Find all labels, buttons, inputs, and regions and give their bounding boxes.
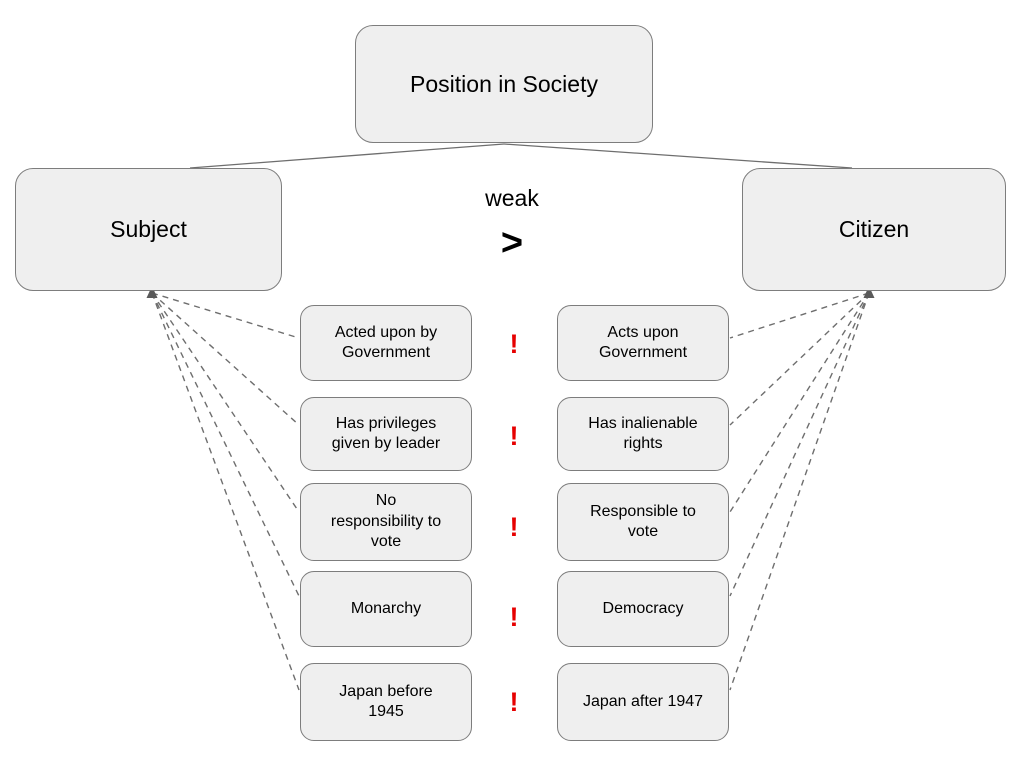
contrast-marker-row2: ! [509, 421, 519, 451]
citizen-attribute-democracy: Democracy [557, 571, 729, 647]
connector-root-citizen [503, 143, 853, 169]
node-label: Has privileges given by leader [331, 414, 441, 452]
node-label: Monarchy [350, 599, 422, 617]
node-label: Democracy [602, 599, 684, 617]
dashed-connector-citizen-row2 [729, 292, 870, 426]
node-label: Citizen [838, 216, 910, 242]
dashed-connector-citizen-row5 [729, 292, 870, 691]
subject-attribute-privileges: Has privileges given by leader [300, 397, 472, 471]
node-label: No responsibility to vote [330, 492, 442, 551]
dashed-connector-citizen-row1 [729, 292, 870, 339]
dashed-connector-subject-row1 [151, 292, 300, 339]
dashed-connector-citizen-row3 [729, 292, 870, 513]
node-label: Position in Society [410, 70, 598, 97]
dashed-connector-subject-row4 [151, 292, 300, 597]
dashed-connector-subject-row5 [151, 292, 300, 691]
contrast-marker-row5: ! [509, 687, 519, 717]
node-label: Japan after 1947 [582, 692, 704, 710]
subject-attribute-no-vote: No responsibility to vote [300, 483, 472, 561]
node-citizen: Citizen [742, 168, 1006, 291]
citizen-attribute-responsible-vote: Responsible to vote [557, 483, 729, 561]
comparison-modifier-label: weak [485, 185, 539, 211]
citizen-attribute-acts-upon: Acts upon Government [557, 305, 729, 381]
citizen-attribute-rights: Has inalienable rights [557, 397, 729, 471]
subject-attribute-monarchy: Monarchy [300, 571, 472, 647]
citizen-attribute-japan-after-1947: Japan after 1947 [557, 663, 729, 741]
node-subject: Subject [15, 168, 282, 291]
connector-root-subject [189, 143, 505, 169]
subject-attribute-japan-before-1945: Japan before 1945 [300, 663, 472, 741]
dashed-connector-subject-row2 [151, 292, 300, 426]
node-label: Responsible to vote [590, 502, 696, 540]
greater-than-symbol: > [500, 222, 524, 264]
subject-attribute-acted-upon: Acted upon by Government [300, 305, 472, 381]
node-label: Acts upon Government [598, 323, 688, 361]
node-label: Japan before 1945 [339, 682, 433, 720]
node-label: Has inalienable rights [588, 414, 698, 452]
node-label: Acted upon by Government [334, 323, 438, 361]
arrowhead-into-citizen [863, 286, 875, 298]
node-position-in-society: Position in Society [355, 25, 653, 143]
dashed-connector-subject-row3 [151, 292, 300, 513]
contrast-marker-row1: ! [509, 329, 519, 359]
arrowhead-into-subject [146, 286, 158, 298]
node-label: Subject [110, 216, 187, 242]
contrast-marker-row4: ! [509, 602, 519, 632]
contrast-marker-row3: ! [509, 512, 519, 542]
dashed-connector-citizen-row4 [729, 292, 870, 597]
